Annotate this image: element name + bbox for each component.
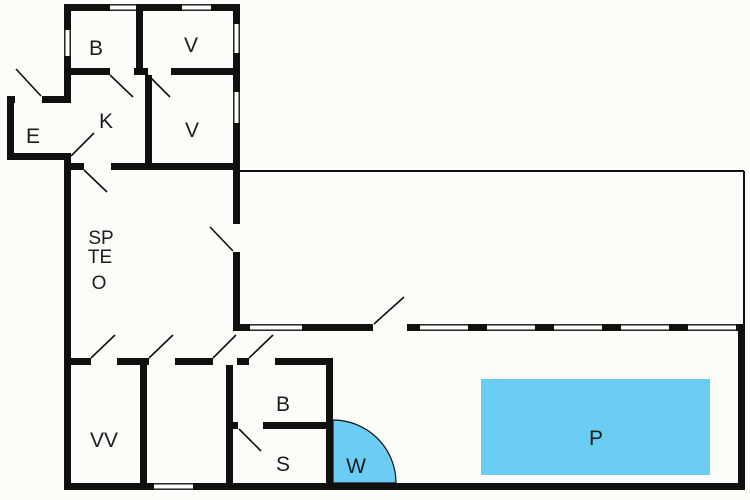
room-label-utility: VV	[90, 429, 118, 452]
wall-segment	[64, 163, 240, 170]
door-gap	[110, 68, 134, 75]
window	[487, 324, 535, 331]
door-gaps	[15, 68, 407, 429]
door-swing	[70, 132, 95, 157]
door-swing	[212, 334, 237, 359]
room-label-pool: P	[589, 427, 603, 450]
room-label-wet: W	[346, 455, 366, 478]
windows	[64, 4, 736, 490]
window	[420, 324, 468, 331]
room-label-kitchen: K	[99, 110, 113, 133]
door-swing	[15, 68, 42, 97]
door-swing	[238, 428, 262, 452]
door-gap	[249, 358, 275, 365]
window	[182, 4, 211, 11]
door-gap	[213, 358, 237, 365]
room-label-living-line1: SP	[88, 228, 113, 249]
door-swings	[15, 68, 405, 452]
window	[250, 324, 302, 331]
wall-segment	[64, 358, 333, 365]
window	[64, 30, 71, 56]
door-gap	[233, 224, 240, 252]
room-label-bath-top: B	[89, 37, 103, 60]
door-gap	[15, 96, 42, 103]
wall-segment	[7, 96, 14, 160]
door-swing	[373, 296, 405, 325]
door-gap	[149, 358, 175, 365]
wall-segment	[145, 68, 152, 170]
room-label-living-line2: TE	[88, 247, 112, 268]
door-swing	[209, 226, 234, 252]
door-swing	[109, 74, 134, 98]
wall-segment	[64, 153, 71, 490]
door-swing	[83, 169, 108, 193]
door-swing	[147, 74, 171, 98]
door-swing	[90, 334, 116, 359]
room-labels: B V E K V SP TE O VV B S W P	[26, 34, 603, 478]
room-label-room-bottom: S	[276, 453, 290, 476]
door-gap	[84, 163, 111, 170]
door-gap	[238, 422, 263, 429]
wall-segment	[64, 4, 240, 11]
wall-segment	[738, 324, 745, 490]
room-label-room-mid: V	[185, 119, 199, 142]
wall-segment	[7, 153, 71, 160]
window	[233, 92, 240, 123]
pool-area	[481, 379, 710, 475]
wall-segment	[326, 358, 333, 490]
window	[554, 324, 602, 331]
wall-segment	[64, 483, 745, 490]
window	[233, 24, 240, 53]
room-label-entry: E	[26, 125, 40, 148]
room-label-bath-bottom: B	[276, 393, 290, 416]
terrace-outline	[240, 170, 745, 324]
window	[688, 324, 736, 331]
window	[110, 4, 136, 11]
door-gap	[373, 324, 407, 331]
door-gap	[64, 103, 71, 153]
window	[154, 483, 193, 490]
window	[621, 324, 669, 331]
wet-area-shape	[332, 419, 397, 484]
door-gap	[91, 358, 117, 365]
room-label-living-line3: O	[92, 273, 107, 294]
wall-segment	[226, 422, 333, 429]
room-label-room-top: V	[184, 34, 198, 57]
door-gap	[148, 68, 171, 75]
wall-segment	[140, 358, 147, 490]
door-swing	[248, 334, 274, 359]
wall-segment	[136, 4, 143, 75]
door-swing	[148, 334, 174, 359]
